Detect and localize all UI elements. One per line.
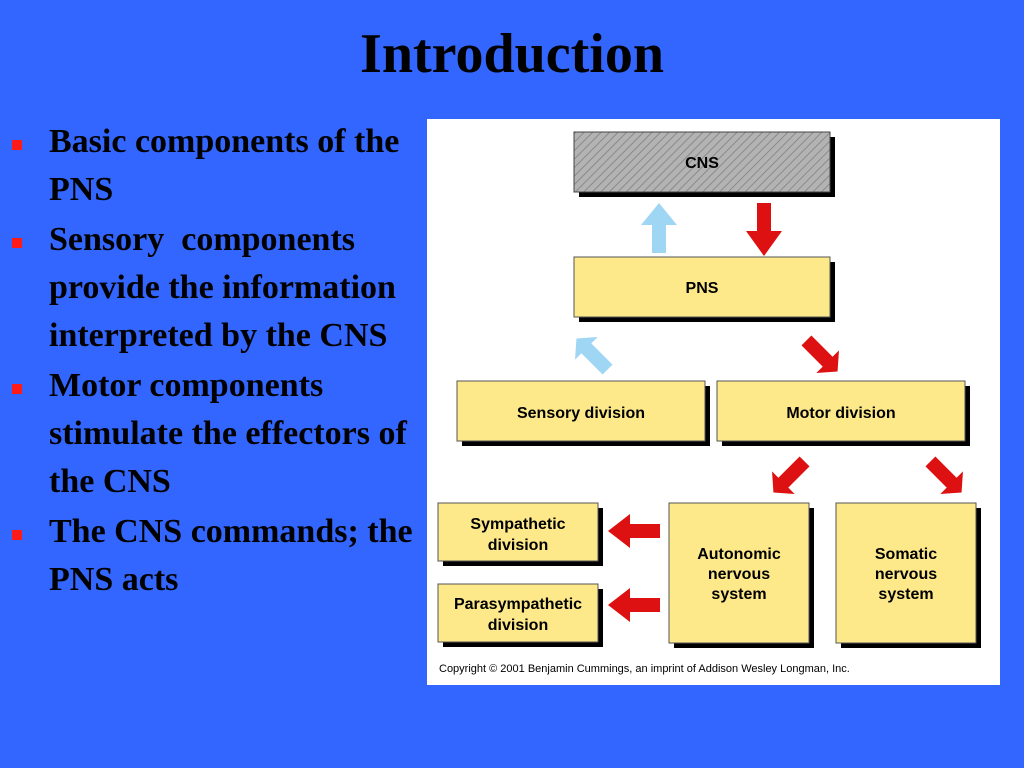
autonomic-label-line1: Autonomic bbox=[697, 546, 781, 563]
somatic-label-line1: Somatic bbox=[875, 546, 937, 563]
sensory-division-box: Sensory division bbox=[456, 380, 710, 446]
copyright-notice: Copyright © 2001 Benjamin Cummings, an i… bbox=[439, 663, 850, 675]
cns-label: CNS bbox=[685, 155, 719, 172]
cns-box: CNS bbox=[573, 131, 835, 197]
to-somatic-arrow-icon bbox=[925, 456, 963, 494]
bullet-list: Basic components of the PNS Sensory comp… bbox=[12, 118, 417, 606]
sensory-up-arrow-icon bbox=[641, 203, 677, 253]
bullet-text: The CNS commands; the PNS acts bbox=[49, 513, 422, 598]
autonomic-label-line3: system bbox=[711, 586, 766, 603]
to-parasympathetic-arrow-icon bbox=[608, 588, 660, 622]
bullet-item: Sensory components provide the informati… bbox=[12, 216, 417, 360]
pns-label: PNS bbox=[686, 280, 719, 297]
diagram-svg: CNS PNS Sensory division Motor division bbox=[437, 131, 981, 675]
bullet-item: The CNS commands; the PNS acts bbox=[12, 508, 417, 604]
parasympathetic-division-box: Parasympathetic division bbox=[437, 583, 603, 647]
autonomic-label-line2: nervous bbox=[708, 566, 770, 583]
somatic-label-line2: nervous bbox=[875, 566, 937, 583]
sympathetic-label-line1: Sympathetic bbox=[470, 516, 565, 533]
bullet-square-icon bbox=[12, 140, 22, 150]
nervous-system-diagram: CNS PNS Sensory division Motor division bbox=[427, 119, 1000, 685]
autonomic-nervous-system-box: Autonomic nervous system bbox=[668, 502, 814, 648]
sensory-division-label: Sensory division bbox=[517, 405, 645, 422]
motor-down-arrow-icon bbox=[746, 203, 782, 256]
bullet-square-icon bbox=[12, 238, 22, 248]
bullet-item: Motor components stimulate the effectors… bbox=[12, 362, 417, 506]
to-sympathetic-arrow-icon bbox=[608, 514, 660, 548]
parasympathetic-label-line1: Parasympathetic bbox=[454, 596, 582, 613]
bullet-text: Basic components of the PNS bbox=[49, 123, 408, 208]
sympathetic-division-box: Sympathetic division bbox=[437, 502, 603, 566]
sympathetic-label-line2: division bbox=[488, 537, 548, 554]
motor-division-label: Motor division bbox=[786, 405, 895, 422]
to-autonomic-arrow-icon bbox=[772, 456, 810, 494]
parasympathetic-label-line2: division bbox=[488, 617, 548, 634]
motor-diagonal-arrow-icon bbox=[801, 335, 839, 373]
bullet-square-icon bbox=[12, 384, 22, 394]
sensory-diagonal-arrow-icon bbox=[575, 337, 613, 375]
bullet-text: Sensory components provide the informati… bbox=[49, 221, 405, 354]
bullet-square-icon bbox=[12, 530, 22, 540]
somatic-label-line3: system bbox=[878, 586, 933, 603]
slide-title: Introduction bbox=[360, 23, 664, 85]
somatic-nervous-system-box: Somatic nervous system bbox=[835, 502, 981, 648]
pns-box: PNS bbox=[573, 256, 835, 322]
motor-division-box: Motor division bbox=[716, 380, 970, 446]
bullet-item: Basic components of the PNS bbox=[12, 118, 417, 214]
bullet-text: Motor components stimulate the effectors… bbox=[49, 367, 416, 500]
